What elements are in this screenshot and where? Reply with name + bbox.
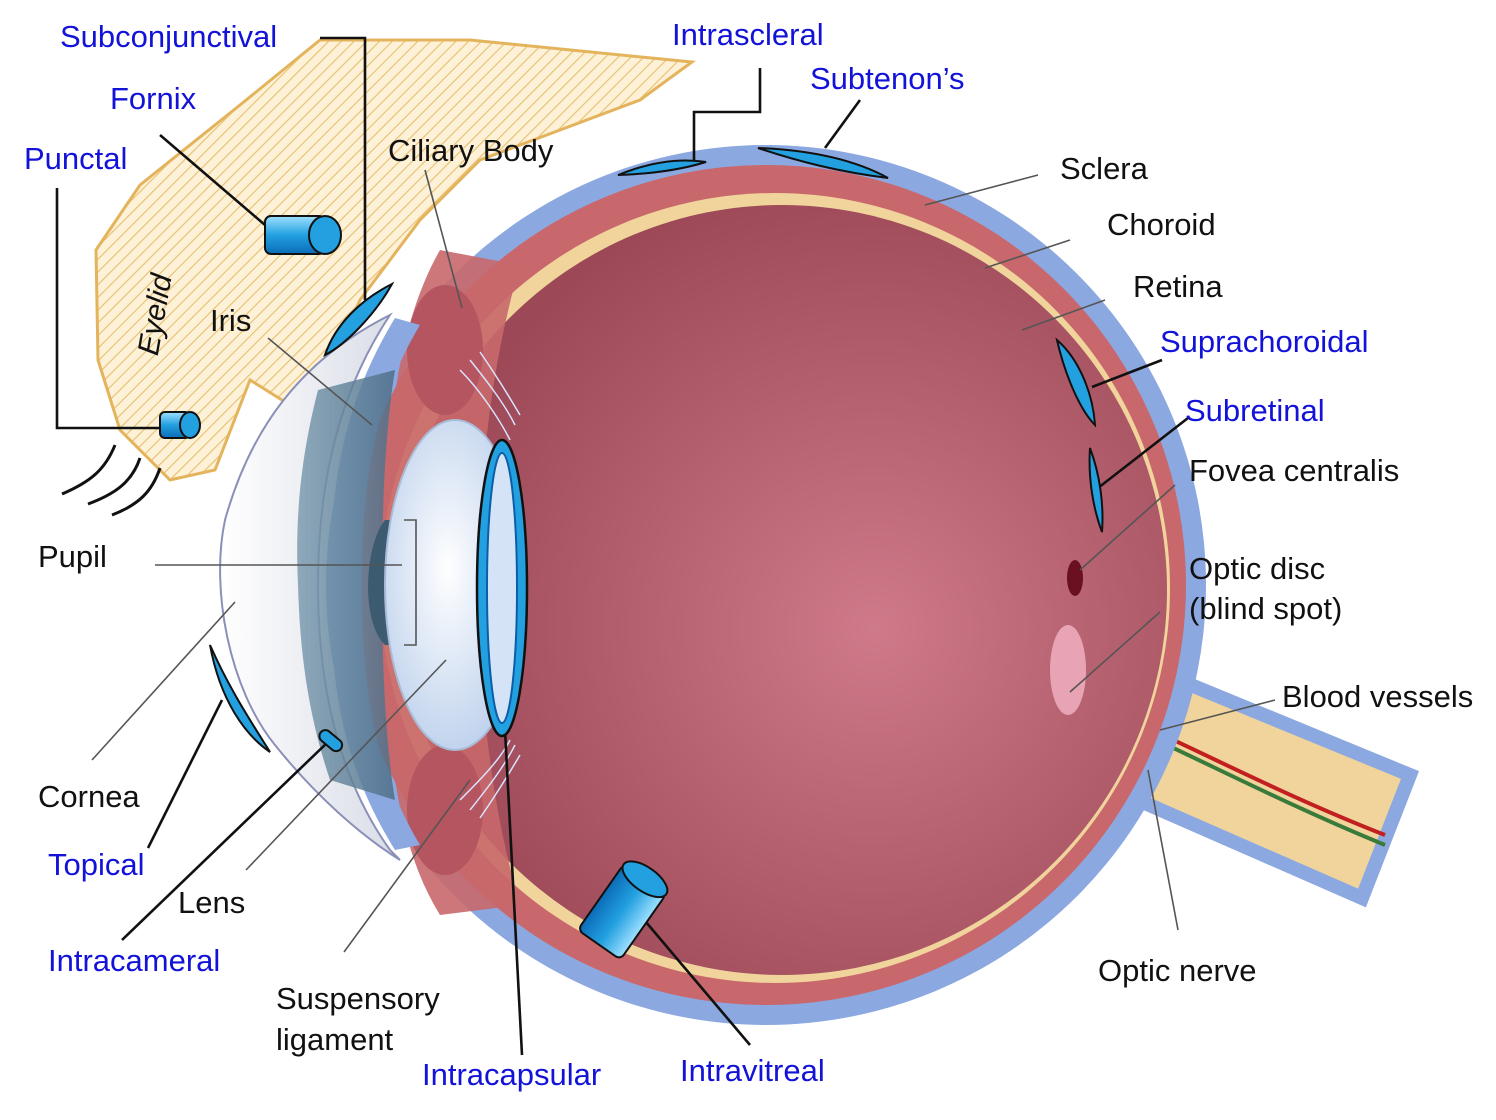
anatomy-leader-lines	[91, 169, 1276, 953]
suprachoroidal-implant	[1055, 337, 1097, 428]
subretinal-implant	[1088, 447, 1104, 533]
vitreous-body	[397, 205, 1167, 975]
route-leader-lines	[55, 36, 1189, 1056]
topical-label: Topical	[48, 847, 145, 882]
subconjunctival-implant	[323, 281, 395, 357]
suspensory-ligament-label-line2: ligament	[276, 1022, 394, 1057]
eyelash	[111, 467, 162, 517]
eyelid-shape	[94, 38, 697, 482]
subconjunctival-label: Subconjunctival	[60, 19, 278, 54]
cylinder-implant-icon	[579, 860, 669, 959]
topical-drop	[209, 644, 271, 753]
retina-label: Retina	[1133, 269, 1223, 304]
suprachoroidal-label: Suprachoroidal	[1160, 324, 1369, 359]
intravitreal-label: Intravitreal	[680, 1053, 825, 1088]
suspensory-fibers-upper	[459, 351, 521, 441]
blood-vessels-label: Blood vessels	[1282, 679, 1474, 714]
subretinal-label: Subretinal	[1185, 393, 1325, 428]
optic-disc-label-line2: (blind spot)	[1189, 591, 1343, 626]
eyelash	[87, 457, 142, 506]
subtenons-implant	[757, 147, 889, 179]
intracapsular-label: Intracapsular	[422, 1057, 602, 1092]
ciliary-muscle-lower	[407, 745, 483, 875]
optic-disc	[1050, 625, 1086, 715]
fornix-label: Fornix	[110, 81, 197, 116]
optic-nerve-label: Optic nerve	[1098, 953, 1257, 988]
subtenons-label: Subtenon’s	[810, 61, 965, 96]
fovea-centralis-label: Fovea centralis	[1189, 453, 1400, 488]
cylinder-implant-icon	[318, 729, 344, 753]
fovea-centralis	[1067, 560, 1083, 596]
cylinder-implant-icon	[264, 215, 342, 255]
eyelash	[61, 444, 117, 496]
sclera-label: Sclera	[1060, 151, 1148, 186]
lens-label: Lens	[178, 885, 246, 920]
optic-disc-label-line1: Optic disc	[1189, 551, 1326, 586]
cylinder-implant-icon	[159, 411, 201, 439]
intrascleral-implant	[617, 159, 707, 176]
ciliary-muscle-upper	[407, 285, 483, 415]
pupil-label: Pupil	[38, 539, 107, 574]
cornea-label: Cornea	[38, 779, 140, 814]
iris-label: Iris	[210, 303, 252, 338]
lens-capsule-ring-icon	[475, 438, 529, 738]
intrascleral-label: Intrascleral	[672, 17, 824, 52]
punctal-label: Punctal	[24, 141, 128, 176]
intracameral-label: Intracameral	[48, 943, 221, 978]
choroid-label: Choroid	[1107, 207, 1216, 242]
suspensory-ligament-label-line1: Suspensory	[276, 981, 440, 1016]
iris	[297, 370, 395, 800]
ciliary-body-label: Ciliary Body	[388, 133, 554, 168]
